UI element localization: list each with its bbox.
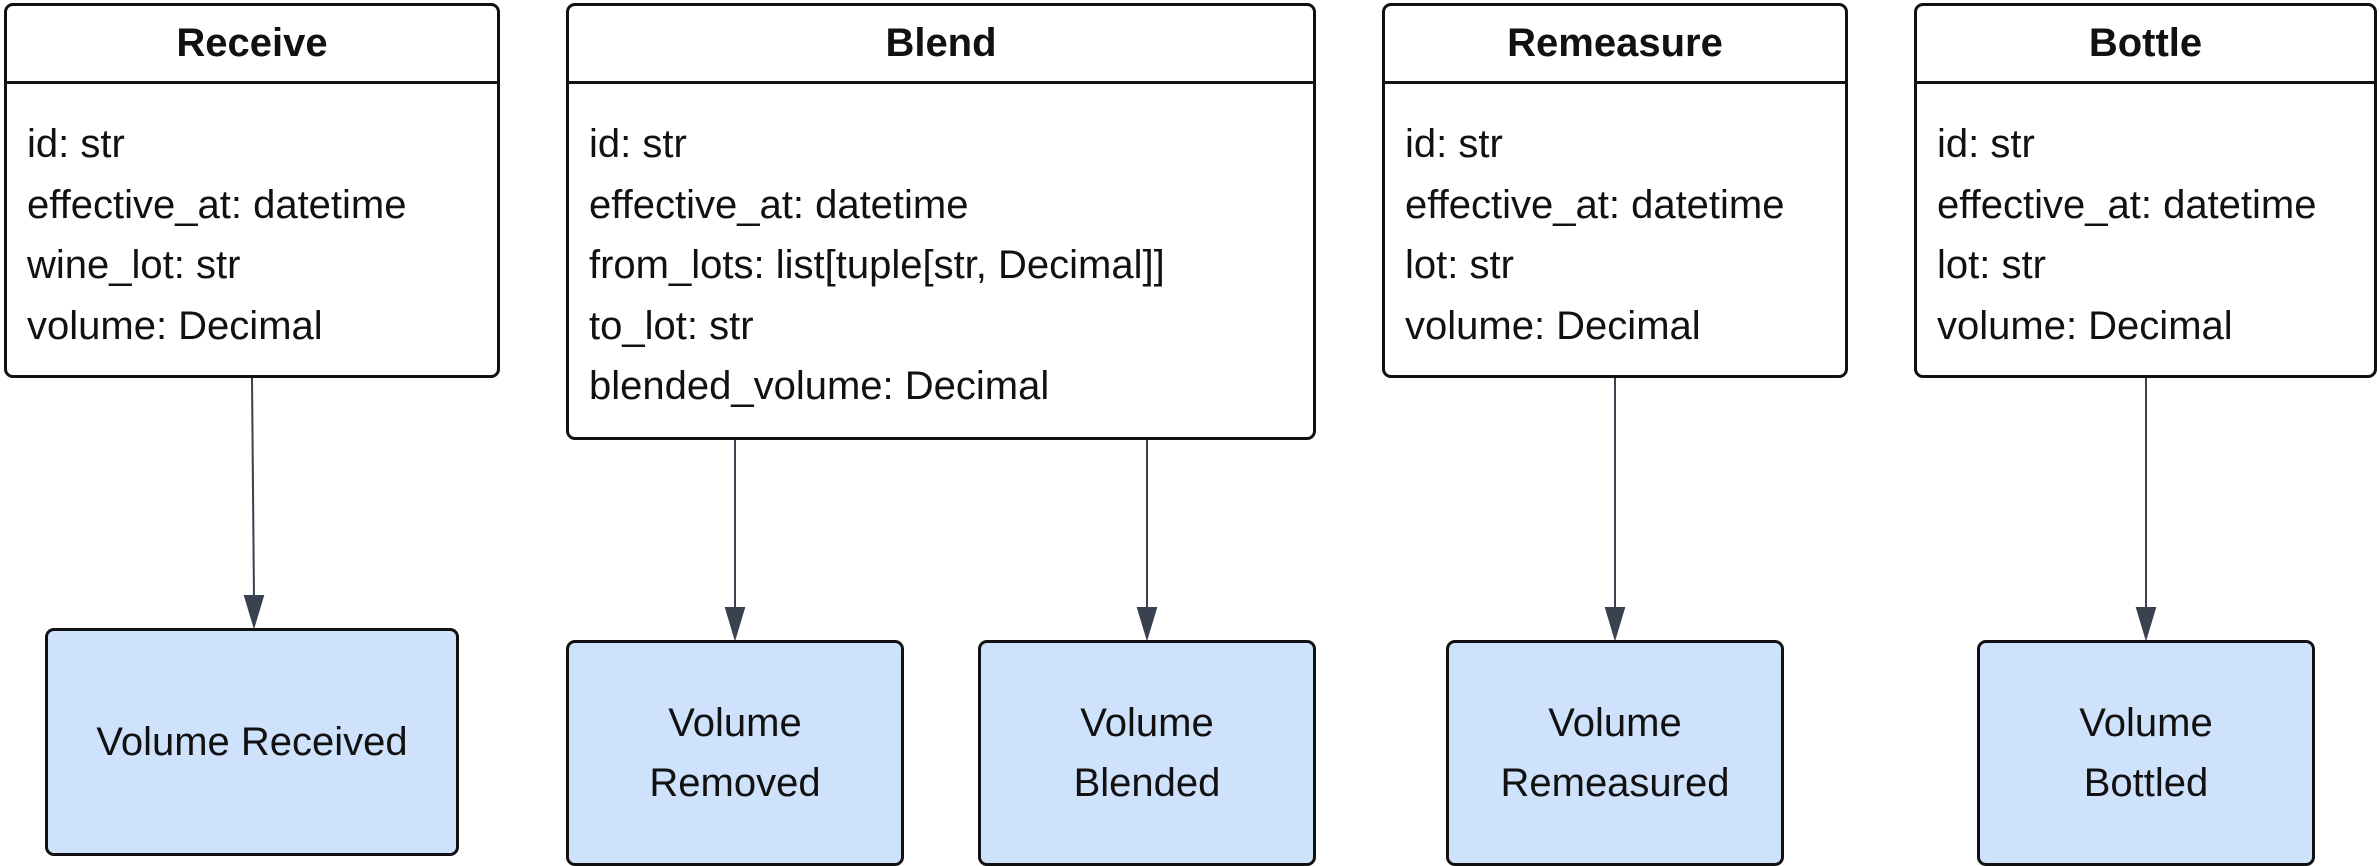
field: effective_at: datetime xyxy=(589,182,969,227)
class-fields: id: str effective_at: datetime lot: str … xyxy=(1385,84,1845,356)
result-label-line1: Volume xyxy=(1080,701,1214,745)
class-title: Bottle xyxy=(1917,6,2374,84)
class-title: Receive xyxy=(7,6,497,84)
result-label-line2: Bottled xyxy=(2083,761,2209,805)
result-label-line2: Blended xyxy=(1073,761,1221,805)
class-remeasure: Remeasure id: str effective_at: datetime… xyxy=(1382,3,1848,378)
result-label-line2: Remeasured xyxy=(1500,761,1730,805)
result-label-line1: Volume xyxy=(2079,701,2213,745)
result-volume-bottled: Volume Bottled xyxy=(1977,640,2315,866)
arrowhead-receive xyxy=(243,595,265,630)
field: lot: str xyxy=(1405,243,1514,287)
result-volume-blended: Volume Blended xyxy=(978,640,1316,866)
result-label-line2: Removed xyxy=(649,761,821,805)
field: wine_lot: str xyxy=(27,243,241,287)
result-label-line1: Volume xyxy=(668,701,802,745)
class-fields: id: str effective_at: datetime from_lots… xyxy=(569,84,1313,417)
arrowhead-remeasure xyxy=(1604,607,1626,642)
field: volume: Decimal xyxy=(1937,303,2233,348)
class-receive: Receive id: str effective_at: datetime w… xyxy=(4,3,500,378)
field: effective_at: datetime xyxy=(27,182,407,227)
result-volume-received: Volume Received xyxy=(45,628,459,856)
arrowhead-blend-removed xyxy=(724,607,746,642)
result-volume-remeasured: Volume Remeasured xyxy=(1446,640,1784,866)
class-fields: id: str effective_at: datetime lot: str … xyxy=(1917,84,2374,356)
class-blend: Blend id: str effective_at: datetime fro… xyxy=(566,3,1316,440)
field: volume: Decimal xyxy=(27,303,323,348)
result-volume-removed: Volume Removed xyxy=(566,640,904,866)
field: blended_volume: Decimal xyxy=(589,364,1050,408)
arrowhead-blend-blended xyxy=(1136,607,1158,642)
field: id: str xyxy=(27,122,125,166)
arrows-group xyxy=(243,377,2157,642)
field: volume: Decimal xyxy=(1405,303,1701,348)
field: id: str xyxy=(1405,122,1503,166)
field: effective_at: datetime xyxy=(1937,182,2317,227)
result-label: Volume Received xyxy=(96,720,408,764)
field: to_lot: str xyxy=(589,303,754,348)
field: id: str xyxy=(1937,122,2035,166)
class-fields: id: str effective_at: datetime wine_lot:… xyxy=(7,84,497,356)
class-title: Remeasure xyxy=(1385,6,1845,84)
field: effective_at: datetime xyxy=(1405,182,1785,227)
field: id: str xyxy=(589,122,687,166)
arrowhead-bottle xyxy=(2135,607,2157,642)
field: from_lots: list[tuple[str, Decimal]] xyxy=(589,243,1165,287)
arrow-receive-to-volume-received xyxy=(251,377,255,601)
result-label-line1: Volume xyxy=(1548,701,1682,745)
class-title: Blend xyxy=(569,6,1313,84)
field: lot: str xyxy=(1937,243,2046,287)
class-bottle: Bottle id: str effective_at: datetime lo… xyxy=(1914,3,2377,378)
